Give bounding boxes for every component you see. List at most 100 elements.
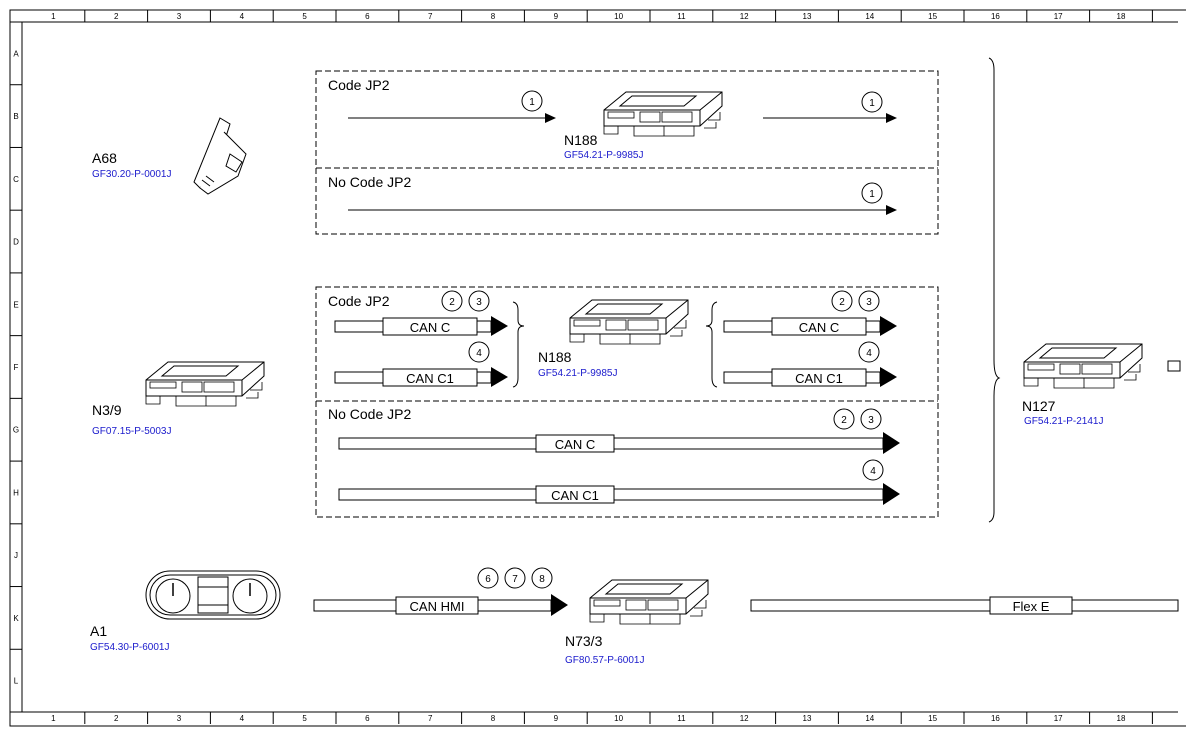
svg-text:1: 1 bbox=[529, 97, 535, 108]
column-ruler-label: 17 bbox=[1054, 714, 1063, 723]
column-ruler-label: 8 bbox=[491, 714, 496, 723]
signal-marker: 1 bbox=[861, 91, 883, 113]
signal-marker: 7 bbox=[504, 567, 526, 589]
column-ruler-label: 12 bbox=[740, 714, 749, 723]
n188-top-label: N188 bbox=[564, 132, 598, 148]
column-ruler-label: 3 bbox=[177, 714, 182, 723]
a68-label: A68 bbox=[92, 150, 117, 166]
n3-9-label: N3/9 bbox=[92, 402, 122, 418]
column-ruler-label: 11 bbox=[677, 12, 686, 21]
column-ruler-label: 12 bbox=[740, 12, 749, 21]
svg-text:4: 4 bbox=[476, 348, 482, 359]
bus-label-can-c1-right: CAN C1 bbox=[795, 371, 843, 386]
bus-label-can-c1-long: CAN C1 bbox=[551, 488, 599, 503]
row-ruler-label: D bbox=[13, 238, 19, 247]
column-ruler-label: 7 bbox=[428, 714, 433, 723]
section-label-top-nocode: No Code JP2 bbox=[328, 174, 411, 190]
column-ruler: 1122334455667788991010111112121313141415… bbox=[51, 10, 1153, 724]
signal-marker: 2 bbox=[441, 290, 463, 312]
n127-label: N127 bbox=[1022, 398, 1056, 414]
signal-marker: 4 bbox=[862, 459, 884, 481]
svg-text:7: 7 bbox=[512, 574, 518, 585]
column-ruler-label: 16 bbox=[991, 714, 1000, 723]
signal-marker: 4 bbox=[858, 341, 880, 363]
svg-text:6: 6 bbox=[485, 574, 491, 585]
row-ruler-label: G bbox=[13, 426, 19, 435]
column-ruler-label: 9 bbox=[554, 12, 559, 21]
a68-steering-switch-icon bbox=[193, 117, 247, 195]
bus-label-can-c-right: CAN C bbox=[799, 320, 839, 335]
column-ruler-label: 5 bbox=[302, 714, 307, 723]
n73-3-ref: GF80.57-P-6001J bbox=[565, 655, 645, 666]
signal-marker: 4 bbox=[468, 341, 490, 363]
column-ruler-label: 14 bbox=[865, 714, 874, 723]
column-ruler-label: 10 bbox=[614, 12, 623, 21]
n73-3-control-unit-icon bbox=[589, 579, 709, 625]
row-ruler-label: F bbox=[14, 363, 19, 372]
row-ruler-label: B bbox=[13, 112, 18, 121]
bus-label-can-c1-left: CAN C1 bbox=[406, 371, 454, 386]
row-ruler-label: H bbox=[13, 488, 19, 497]
column-ruler-label: 1 bbox=[51, 12, 56, 21]
column-ruler-label: 18 bbox=[1117, 714, 1126, 723]
signal-marker: 1 bbox=[861, 182, 883, 204]
svg-text:3: 3 bbox=[868, 415, 874, 426]
column-ruler-label: 9 bbox=[554, 714, 559, 723]
column-ruler-label: 6 bbox=[365, 714, 370, 723]
svg-text:3: 3 bbox=[476, 297, 482, 308]
signal-marker: 3 bbox=[468, 290, 490, 312]
column-ruler-label: 14 bbox=[865, 12, 874, 21]
signal-marker: 1 bbox=[521, 90, 543, 112]
column-ruler-label: 2 bbox=[114, 12, 119, 21]
svg-text:2: 2 bbox=[841, 415, 847, 426]
row-ruler-label: C bbox=[13, 175, 19, 184]
offpage-connector bbox=[1167, 360, 1181, 372]
a68-ref: GF30.20-P-0001J bbox=[92, 169, 172, 180]
n3-9-ref: GF07.15-P-5003J bbox=[92, 426, 172, 437]
bus-label-can-c-left: CAN C bbox=[410, 320, 450, 335]
n188-top-ref: GF54.21-P-9985J bbox=[564, 150, 644, 161]
middle-section-box bbox=[315, 286, 939, 518]
signal-marker: 2 bbox=[833, 408, 855, 430]
row-ruler-label: E bbox=[13, 300, 18, 309]
column-ruler-label: 4 bbox=[240, 12, 245, 21]
column-ruler-label: 11 bbox=[677, 714, 686, 723]
column-ruler-label: 13 bbox=[803, 12, 812, 21]
column-ruler-label: 17 bbox=[1054, 12, 1063, 21]
svg-text:2: 2 bbox=[839, 297, 845, 308]
a1-ref: GF54.30-P-6001J bbox=[90, 642, 170, 653]
column-ruler-label: 16 bbox=[991, 12, 1000, 21]
signal-marker: 8 bbox=[531, 567, 553, 589]
bus-label-can-hmi: CAN HMI bbox=[410, 599, 465, 614]
column-ruler-label: 15 bbox=[928, 12, 937, 21]
bus-label-can-c-long: CAN C bbox=[555, 437, 595, 452]
row-ruler-label: L bbox=[14, 677, 19, 686]
column-ruler-label: 18 bbox=[1117, 12, 1126, 21]
column-ruler-label: 13 bbox=[803, 714, 812, 723]
column-ruler-label: 15 bbox=[928, 714, 937, 723]
n3-9-control-unit-icon bbox=[145, 361, 265, 407]
top-section-box bbox=[315, 70, 939, 235]
column-ruler-label: 8 bbox=[491, 12, 496, 21]
signal-marker: 3 bbox=[858, 290, 880, 312]
svg-text:8: 8 bbox=[539, 574, 545, 585]
n188-mid-label: N188 bbox=[538, 349, 572, 365]
column-ruler-label: 7 bbox=[428, 12, 433, 21]
svg-text:4: 4 bbox=[866, 348, 872, 359]
signal-marker: 6 bbox=[477, 567, 499, 589]
signal-marker: 3 bbox=[860, 408, 882, 430]
column-ruler-label: 4 bbox=[240, 714, 245, 723]
svg-text:4: 4 bbox=[870, 466, 876, 477]
section-label-mid-code: Code JP2 bbox=[328, 293, 390, 309]
column-ruler-label: 3 bbox=[177, 12, 182, 21]
row-ruler-label: K bbox=[13, 614, 19, 623]
column-ruler-label: 1 bbox=[51, 714, 56, 723]
bus-label-flex-e: Flex E bbox=[1013, 599, 1050, 614]
row-ruler-label: A bbox=[13, 49, 19, 58]
n188-mid-control-unit-icon bbox=[569, 299, 689, 345]
n188-mid-ref: GF54.21-P-9985J bbox=[538, 368, 618, 379]
signal-marker: 2 bbox=[831, 290, 853, 312]
svg-text:1: 1 bbox=[869, 189, 875, 200]
n188-top-control-unit-icon bbox=[603, 91, 723, 137]
